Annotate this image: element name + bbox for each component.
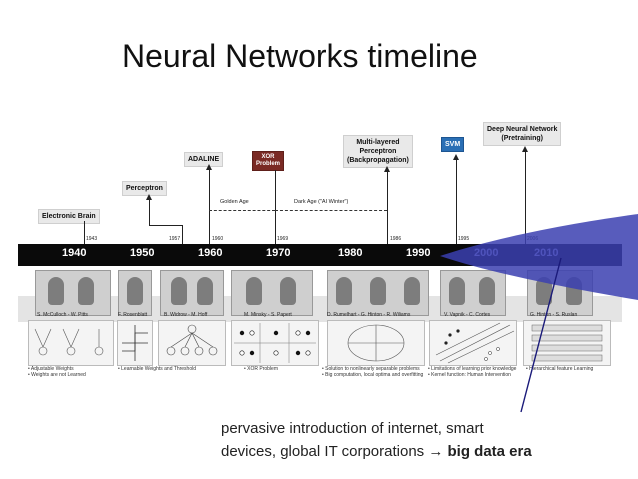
mlp-line-3: (Backpropagation) — [347, 157, 409, 164]
event-year-1943: 1943 — [86, 236, 98, 242]
page-title: Neural Networks timeline — [122, 38, 478, 74]
note-rumelhart: • Solution to nonlinearly separable prob… — [322, 366, 423, 378]
dnn-line-1: Deep Neural Network — [487, 126, 558, 133]
decade-1970: 1970 — [266, 247, 291, 259]
diagram-svm — [429, 320, 517, 366]
photo-vapnik-cortes — [440, 270, 506, 316]
decade-1950: 1950 — [130, 247, 155, 259]
connector-1943 — [84, 221, 85, 244]
connector-1960 — [209, 166, 210, 244]
connector-1986 — [387, 168, 388, 244]
name-widrow-hoff: B. Widrow - M. Hoff — [164, 312, 208, 318]
dnn-line-2: (Pretraining) — [501, 135, 544, 142]
caption-line-2: devices, global IT corporations → big da… — [221, 443, 532, 460]
step-function-chart — [122, 325, 148, 361]
arrow-dnn-icon — [522, 146, 528, 152]
diagram-deep-network — [523, 320, 611, 366]
decade-1940: 1940 — [62, 247, 87, 259]
connector-1995 — [456, 156, 457, 244]
photo-mcculloch-pitts — [35, 270, 111, 316]
arrow-mlp-icon — [384, 166, 390, 172]
golden-age-span — [209, 210, 275, 211]
name-rumelhart-hinton-williams: D. Rumelhart - G. Hinton - R. Wiliams — [327, 312, 411, 318]
xor-line-2: Problem — [256, 161, 281, 167]
event-year-1960: 1960 — [212, 236, 224, 242]
diagram-xor-problem — [231, 320, 319, 366]
photo-rumelhart-hinton-williams — [327, 270, 429, 316]
note-hinton: • Hierarchical feature Learning — [526, 366, 594, 372]
diagram-adaline-network — [158, 320, 226, 366]
name-minsky-papert: M. Minsky - S. Papert — [244, 312, 292, 318]
diagram-step-function — [117, 320, 153, 366]
decade-1960: 1960 — [198, 247, 223, 259]
event-year-1986: 1986 — [390, 236, 402, 242]
event-year-1957: 1957 — [169, 236, 181, 242]
note-line: • Big computation, local optima and over… — [322, 372, 424, 378]
dark-age-label: Dark Age ("AI Winter") — [294, 199, 349, 205]
arrow-perceptron-icon — [146, 194, 152, 200]
annotation-line — [520, 257, 562, 413]
note-line: • Solution to nonlinearly separable prob… — [322, 366, 420, 372]
name-hinton-ruslan: G. Hinton - S. Ruslan — [530, 312, 578, 318]
note-line: • Adjustable Weights — [28, 366, 74, 372]
event-year-1969: 1969 — [277, 236, 289, 242]
decade-1990: 1990 — [406, 247, 431, 259]
deep-network-layers — [531, 324, 603, 362]
milestone-svm: SVM — [441, 137, 465, 152]
note-line: • Limitations of learning prior knowledg… — [428, 366, 517, 372]
connector-1969 — [275, 170, 276, 244]
connector-perceptron-step — [149, 225, 182, 226]
name-vapnik-cortes: V. Vapnik - C. Cortes — [444, 312, 491, 318]
name-rosenblatt: F. Rosenblatt — [118, 312, 148, 318]
connector-perceptron-drop — [149, 196, 150, 226]
milestone-electronic-brain: Electronic Brain — [38, 209, 100, 224]
caption-bold: big data era — [447, 443, 532, 460]
photo-rosenblatt — [118, 270, 152, 316]
note-minsky: • XOR Problem — [244, 366, 278, 372]
svm-scatter — [435, 322, 515, 364]
arrow-adaline-icon — [206, 164, 212, 170]
threshold-units-diagram — [34, 328, 104, 356]
diagram-backprop-network — [327, 320, 425, 366]
big-data-wedge — [440, 214, 638, 300]
note-line: • Kernel function: Human Intervention — [428, 372, 511, 378]
milestone-adaline: ADALINE — [184, 152, 224, 167]
xor-plots — [234, 323, 316, 363]
note-mcculloch: • Adjustable Weights • Weights are not L… — [28, 366, 86, 378]
connector-1957 — [182, 225, 183, 244]
diagram-mcculloch-pitts — [28, 320, 114, 366]
caption-line-1: pervasive introduction of internet, smar… — [221, 420, 484, 437]
milestone-perceptron: Perceptron — [122, 181, 167, 196]
milestone-deep-neural-network: Deep Neural Network (Pretraining) — [483, 122, 562, 146]
milestone-multilayer-perceptron: Multi-layered Perceptron (Backpropagatio… — [343, 135, 413, 168]
mlp-line-2: Perceptron — [359, 148, 397, 155]
note-line: • Weights are not Learned — [28, 372, 86, 378]
dark-age-span — [275, 210, 387, 211]
golden-age-label: Golden Age — [220, 199, 249, 205]
name-mcculloch-pitts: S. McCulloch - W. Pitts — [37, 312, 88, 318]
photo-widrow-hoff — [160, 270, 224, 316]
note-vapnik: • Limitations of learning prior knowledg… — [428, 366, 516, 378]
mlp-line-1: Multi-layered — [356, 139, 400, 146]
photo-minsky-papert — [231, 270, 313, 316]
connector-2006 — [525, 148, 526, 244]
decade-1980: 1980 — [338, 247, 363, 259]
arrow-svm-icon — [453, 154, 459, 160]
caption-prefix: devices, global IT corporations → — [221, 443, 444, 460]
event-year-1995: 1995 — [458, 236, 470, 242]
note-rosenblatt: • Learnable Weights and Threshold — [118, 366, 197, 372]
milestone-xor-problem: XOR Problem — [252, 151, 285, 171]
adaline-network — [166, 324, 218, 356]
xor-line-1: XOR — [261, 154, 275, 160]
backprop-network — [347, 324, 405, 362]
